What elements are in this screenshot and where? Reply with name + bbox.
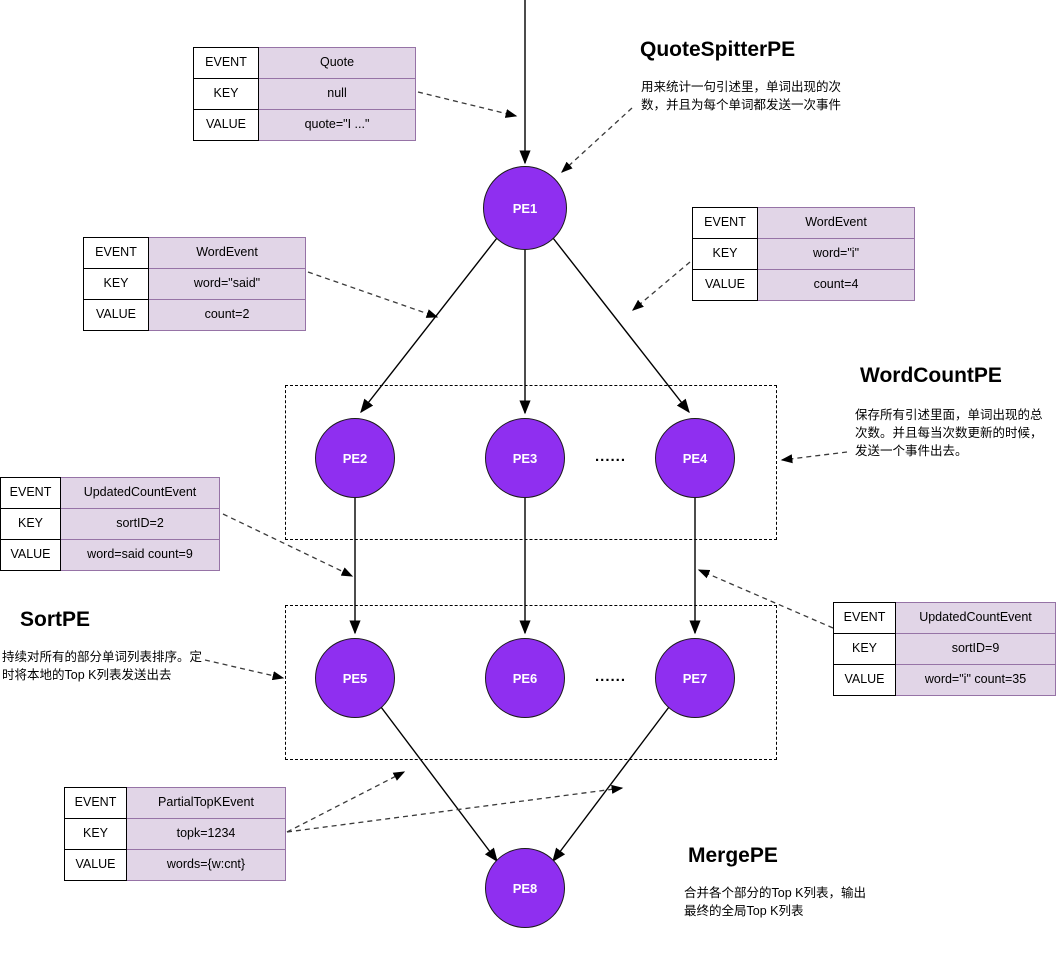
node-pe5-label: PE5 [342, 670, 368, 686]
row-label-value: VALUE [193, 109, 259, 141]
cell-event-value: WordEvent [148, 237, 306, 269]
table-row: VALUE quote="I ..." [193, 109, 416, 141]
stage-title-merge: MergePE [688, 844, 778, 867]
table-row: EVENT UpdatedCountEvent [833, 602, 1056, 634]
table-row: EVENT PartialTopKEvent [64, 787, 286, 819]
cell-value-value: count=4 [757, 269, 915, 301]
stage-title-quote-spitter: QuoteSpitterPE [640, 38, 796, 61]
stage-title-sort: SortPE [20, 608, 91, 631]
pointer-word-count-note [780, 451, 848, 464]
wordcount-ellipsis: ...... [595, 448, 627, 465]
stage-note-word-count: 保存所有引述里面，单词出现的总次数。并且每当次数更新的时候，发送一个事件出去。 [855, 408, 1043, 459]
row-label-key: KEY [0, 508, 61, 540]
cell-value-value: word="i" count=35 [895, 664, 1056, 696]
pointer-word-event-said [307, 271, 439, 318]
row-label-event: EVENT [193, 47, 259, 79]
cell-value-value: words={w:cnt} [126, 849, 286, 881]
cell-value-value: count=2 [148, 299, 306, 331]
table-row: EVENT WordEvent [83, 237, 306, 269]
pointer-partial-topk-left [286, 771, 406, 833]
sort-ellipsis: ...... [595, 668, 627, 685]
table-row: VALUE count=2 [83, 299, 306, 331]
node-pe4[interactable]: PE4 [655, 418, 735, 498]
row-label-value: VALUE [0, 539, 61, 571]
node-pe5[interactable]: PE5 [315, 638, 395, 718]
row-label-event: EVENT [64, 787, 127, 819]
cell-value-value: word=said count=9 [60, 539, 220, 571]
cell-key-value: word="said" [148, 268, 306, 300]
cell-key-value: sortID=9 [895, 633, 1056, 665]
stage-note-merge: 合并各个部分的Top K列表，输出最终的全局Top K列表 [684, 886, 866, 919]
pointer-word-event-i [632, 261, 691, 311]
row-label-event: EVENT [692, 207, 758, 239]
node-pe7[interactable]: PE7 [655, 638, 735, 718]
row-label-event: EVENT [833, 602, 896, 634]
node-pe4-label: PE4 [682, 450, 708, 466]
node-pe1[interactable]: PE1 [483, 166, 567, 250]
table-row: KEY topk=1234 [64, 818, 286, 850]
pointer-quote-event [417, 91, 518, 118]
row-label-event: EVENT [0, 477, 61, 509]
wordcount-group-box [285, 385, 777, 540]
node-pe8-label: PE8 [512, 880, 538, 896]
table-row: KEY sortID=9 [833, 633, 1056, 665]
table-row: KEY word="said" [83, 268, 306, 300]
row-label-key: KEY [833, 633, 896, 665]
table-row: KEY sortID=2 [0, 508, 220, 540]
table-row: EVENT Quote [193, 47, 416, 79]
table-row: VALUE word="i" count=35 [833, 664, 1056, 696]
cell-event-value: PartialTopKEvent [126, 787, 286, 819]
sort-group-box [285, 605, 777, 760]
cell-value-value: quote="I ..." [258, 109, 416, 141]
event-table-quote-event: EVENT Quote KEY null VALUE quote="I ..." [193, 47, 416, 141]
event-table-word-event-i: EVENT WordEvent KEY word="i" VALUE count… [692, 207, 915, 301]
node-pe7-label: PE7 [682, 670, 708, 686]
cell-key-value: topk=1234 [126, 818, 286, 850]
row-label-event: EVENT [83, 237, 149, 269]
cell-key-value: sortID=2 [60, 508, 220, 540]
row-label-value: VALUE [692, 269, 758, 301]
node-pe3[interactable]: PE3 [485, 418, 565, 498]
node-pe8[interactable]: PE8 [485, 848, 565, 928]
table-row: VALUE word=said count=9 [0, 539, 220, 571]
row-label-value: VALUE [833, 664, 896, 696]
node-pe6[interactable]: PE6 [485, 638, 565, 718]
node-pe1-label: PE1 [512, 200, 538, 216]
row-label-key: KEY [692, 238, 758, 270]
node-pe2-label: PE2 [342, 450, 368, 466]
cell-event-value: Quote [258, 47, 416, 79]
stage-title-word-count: WordCountPE [860, 364, 1002, 387]
cell-key-value: word="i" [757, 238, 915, 270]
node-pe3-label: PE3 [512, 450, 538, 466]
pointer-sort-note [204, 659, 285, 681]
row-label-key: KEY [193, 78, 259, 110]
table-row: EVENT UpdatedCountEvent [0, 477, 220, 509]
table-row: VALUE count=4 [692, 269, 915, 301]
event-table-word-event-said: EVENT WordEvent KEY word="said" VALUE co… [83, 237, 306, 331]
cell-event-value: WordEvent [757, 207, 915, 239]
cell-event-value: UpdatedCountEvent [60, 477, 220, 509]
stage-note-quote-spitter: 用来统计一句引述里，单词出现的次数，并且为每个单词都发送一次事件 [641, 80, 842, 113]
table-row: EVENT WordEvent [692, 207, 915, 239]
node-pe2[interactable]: PE2 [315, 418, 395, 498]
node-pe6-label: PE6 [512, 670, 538, 686]
row-label-value: VALUE [83, 299, 149, 331]
row-label-value: VALUE [64, 849, 127, 881]
cell-event-value: UpdatedCountEvent [895, 602, 1056, 634]
pointer-quote-spitter-note [561, 107, 633, 173]
event-table-updated-count-event-said: EVENT UpdatedCountEvent KEY sortID=2 VAL… [0, 477, 220, 571]
stage-note-sort: 持续对所有的部分单词列表排序。定时将本地的Top K列表发送出去 [2, 650, 203, 683]
table-row: KEY word="i" [692, 238, 915, 270]
table-row: KEY null [193, 78, 416, 110]
event-table-partial-topk-event: EVENT PartialTopKEvent KEY topk=1234 VAL… [64, 787, 286, 881]
pointer-partial-topk-right [286, 784, 624, 833]
row-label-key: KEY [64, 818, 127, 850]
cell-key-value: null [258, 78, 416, 110]
table-row: VALUE words={w:cnt} [64, 849, 286, 881]
row-label-key: KEY [83, 268, 149, 300]
event-table-updated-count-event-i: EVENT UpdatedCountEvent KEY sortID=9 VAL… [833, 602, 1056, 696]
